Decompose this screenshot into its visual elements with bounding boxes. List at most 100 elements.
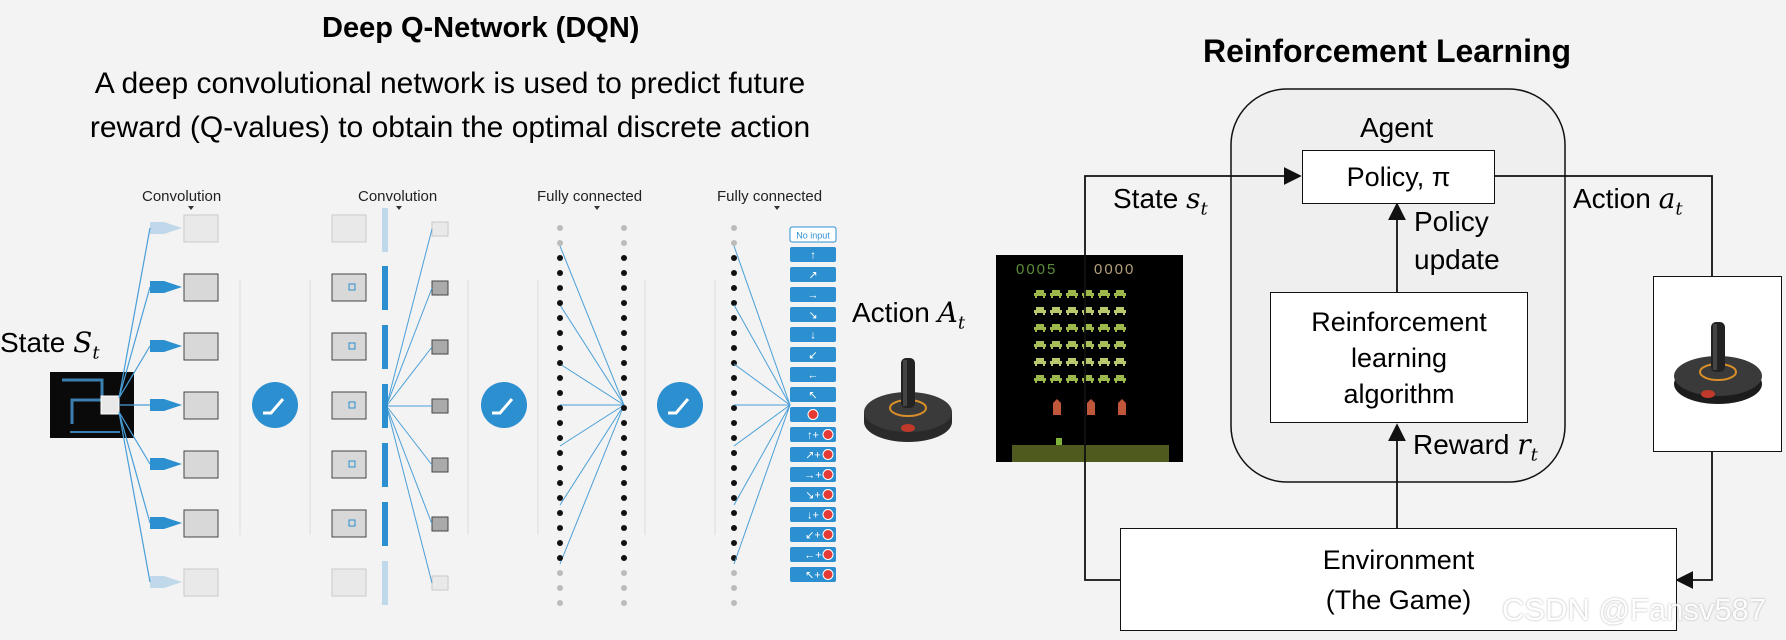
environment-line-1: Environment (1322, 544, 1475, 575)
action-output: ← (790, 367, 836, 382)
invader-sprite (1066, 375, 1078, 383)
neuron (557, 240, 563, 246)
neuron (557, 540, 563, 546)
invader-sprite (1066, 307, 1078, 315)
action-output: ↙ (790, 347, 836, 362)
invader-sprite (1050, 341, 1062, 349)
rl-algorithm-box: Reinforcement learning algorithm (1270, 292, 1528, 423)
action-output-label: ↙+ (805, 530, 821, 542)
rl-action-symbol: a (1658, 182, 1676, 215)
neuron (557, 255, 563, 261)
fc1-neurons (557, 225, 627, 606)
neuron (621, 525, 627, 531)
neuron (557, 525, 563, 531)
invader-sprite (1034, 324, 1046, 332)
layer-pointer-fc2 (774, 206, 780, 210)
dqn-network-diagram: No input↑↗→↘↓↙←↖↑+↗+→+↘+↓+↙+←+↖+ (50, 206, 837, 606)
action-output: →+ (790, 467, 836, 482)
invader-grid (1034, 290, 1126, 383)
watermark: CSDN @Fansv587 (1502, 592, 1767, 627)
invader-sprite (1114, 324, 1126, 332)
game-screen: 0005 0000 (996, 255, 1183, 462)
joystick-icon (864, 358, 952, 442)
neuron (621, 270, 627, 276)
conv2-connections (387, 228, 433, 584)
algorithm-line-3: algorithm (1343, 378, 1455, 409)
invader-sprite (1098, 290, 1110, 298)
invader-sprite (1034, 358, 1046, 366)
invader-sprite (1066, 358, 1078, 366)
relu-icon (481, 382, 527, 428)
state-arrow (1084, 167, 1302, 581)
game-ground (1012, 445, 1169, 462)
action-output: ↖+ (790, 567, 836, 582)
neuron (731, 435, 737, 441)
action-output (790, 407, 836, 422)
dqn-title: Deep Q-Network (DQN) (322, 12, 640, 44)
neuron (557, 315, 563, 321)
action-output-label: ↑+ (807, 430, 819, 442)
rl-reward-sub: t (1530, 444, 1538, 466)
neuron (621, 570, 627, 576)
neuron (621, 300, 627, 306)
neuron (621, 495, 627, 501)
rl-action-label: Action at (1573, 182, 1683, 220)
invader-sprite (1114, 375, 1126, 383)
conv2-feature-maps (331, 208, 449, 605)
neuron (731, 465, 737, 471)
neuron (557, 420, 563, 426)
fire-button-icon (822, 569, 834, 580)
policy-update-line-1: Policy (1414, 206, 1489, 237)
rl-title: Reinforcement Learning (1203, 33, 1572, 69)
action-output-label: ↗ (808, 270, 817, 282)
invader-sprite (1066, 324, 1078, 332)
fire-button-icon (822, 449, 834, 460)
neuron (621, 405, 627, 411)
conv1-connections (118, 227, 151, 583)
neuron (621, 435, 627, 441)
layer-label-conv2: Convolution (358, 188, 438, 205)
layer-label-conv1: Convolution (142, 188, 222, 205)
action-output-label: ↗+ (805, 450, 821, 462)
neuron (557, 390, 563, 396)
dqn-action-label: Action At (852, 296, 965, 334)
neuron (731, 600, 737, 606)
action-output: ↗ (790, 267, 836, 282)
action-to-env-arrow (1675, 452, 1713, 589)
neuron (731, 510, 737, 516)
neuron (621, 585, 627, 591)
neuron (731, 390, 737, 396)
neuron (621, 255, 627, 261)
invader-sprite (1034, 307, 1046, 315)
layer-label-fc1: Fully connected (537, 188, 643, 205)
invader-sprite (1098, 324, 1110, 332)
neuron (557, 435, 563, 441)
policy-update-label: Policy update (1414, 203, 1500, 279)
action-output: ↙+ (790, 527, 836, 542)
game-score-right: 0000 (1094, 261, 1135, 278)
action-output-label: ↖+ (805, 570, 821, 582)
invader-sprite (1066, 290, 1078, 298)
action-output: ↑+ (790, 427, 836, 442)
action-output-label: ↓+ (807, 510, 819, 522)
neuron (621, 240, 627, 246)
neuron (731, 480, 737, 486)
rl-state-symbol: s (1186, 182, 1201, 215)
dqn-state-label: State St (0, 326, 100, 364)
action-output-label: →+ (804, 470, 821, 482)
neuron (557, 345, 563, 351)
neuron (557, 330, 563, 336)
neuron (621, 450, 627, 456)
invader-sprite (1034, 290, 1046, 298)
invader-sprite (1098, 307, 1110, 315)
neuron (731, 300, 737, 306)
action-output-label: No input (796, 231, 830, 241)
layer-pointer-conv1 (188, 206, 194, 210)
action-arrow (1495, 175, 1713, 276)
invader-sprite (1114, 307, 1126, 315)
rl-joystick-box (1653, 276, 1782, 452)
invader-sprite (1114, 341, 1126, 349)
relu-icon (657, 382, 703, 428)
rl-action-sub: t (1675, 198, 1683, 220)
neuron (731, 570, 737, 576)
